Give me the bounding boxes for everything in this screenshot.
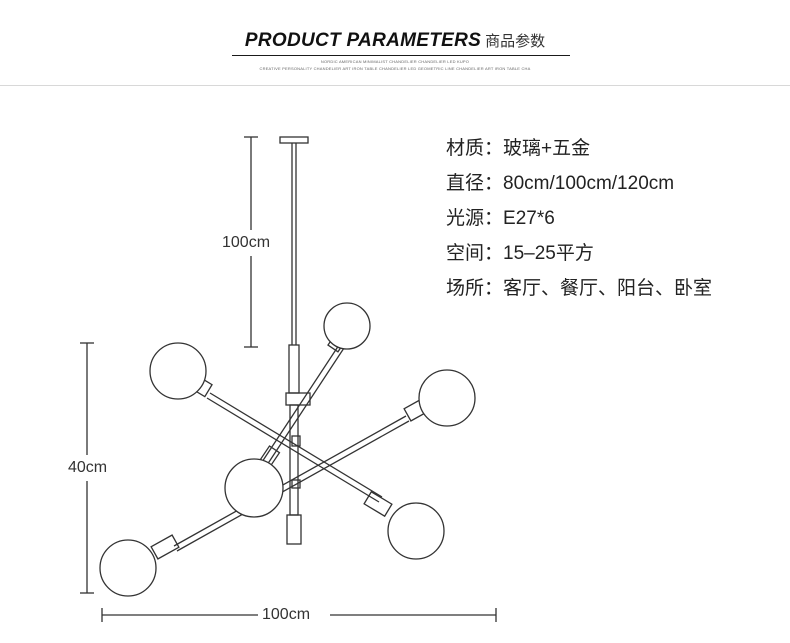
param-row-location: 场所：客厅、餐厅、阳台、卧室 [446, 276, 712, 311]
param-value: 客厅、餐厅、阳台、卧室 [503, 278, 713, 299]
socket-lower-left [150, 534, 180, 560]
globe-center [224, 458, 284, 518]
param-value: 玻璃+五金 [503, 138, 591, 159]
width-label: 100cm [262, 606, 311, 624]
param-value: 15–25平方 [503, 243, 594, 264]
param-row-diameter: 直径：80cm/100cm/120cm [446, 171, 712, 206]
bottom-cap [286, 514, 302, 545]
param-row-space: 空间：15–25平方 [446, 241, 712, 276]
globe-upper-left [149, 342, 207, 400]
rod-height-dimension-line [244, 136, 258, 348]
body-height-dimension-line [80, 342, 94, 594]
header-divider [0, 85, 790, 86]
rod-height-label: 100cm [222, 234, 271, 252]
arm-lower-left-to-right [173, 415, 410, 552]
title-english: PRODUCT PARAMETERS [244, 30, 482, 51]
param-value: 80cm/100cm/120cm [503, 173, 675, 194]
param-row-material: 材质：玻璃+五金 [446, 136, 712, 171]
arm-center-to-top [261, 344, 345, 466]
subtitle-line-1: NORDIC AMERICAN MINIMALIST CHANDELIER CH… [320, 59, 470, 64]
param-value: E27*6 [503, 208, 555, 229]
param-label: 空间： [446, 242, 504, 264]
globe-right [418, 369, 476, 427]
body-height-label: 40cm [68, 459, 108, 477]
ceiling-canopy [279, 136, 309, 144]
param-row-light-source: 光源：E27*6 [446, 206, 712, 241]
param-label: 直径： [446, 172, 504, 194]
arm-left-to-lower-right [206, 392, 383, 503]
globe-lower-left [99, 539, 157, 597]
title-chinese: 商品参数 [485, 32, 546, 50]
subtitle-line-2: CREATIVE PERSONALITY CHANDELIER ART IRON… [259, 66, 531, 71]
parameter-list: 材质：玻璃+五金 直径：80cm/100cm/120cm 光源：E27*6 空间… [446, 136, 712, 311]
width-dimension-line [101, 608, 497, 622]
title-underline [232, 55, 570, 56]
globe-top [323, 302, 371, 350]
upper-stem [288, 344, 300, 394]
lower-joint [291, 479, 301, 489]
middle-joint [291, 435, 301, 447]
param-label: 光源： [446, 207, 504, 229]
lower-stem [289, 404, 299, 516]
param-label: 场所： [446, 277, 504, 299]
param-label: 材质： [446, 137, 504, 159]
socket-lower-right [363, 490, 393, 518]
globe-lower-right [387, 502, 445, 560]
